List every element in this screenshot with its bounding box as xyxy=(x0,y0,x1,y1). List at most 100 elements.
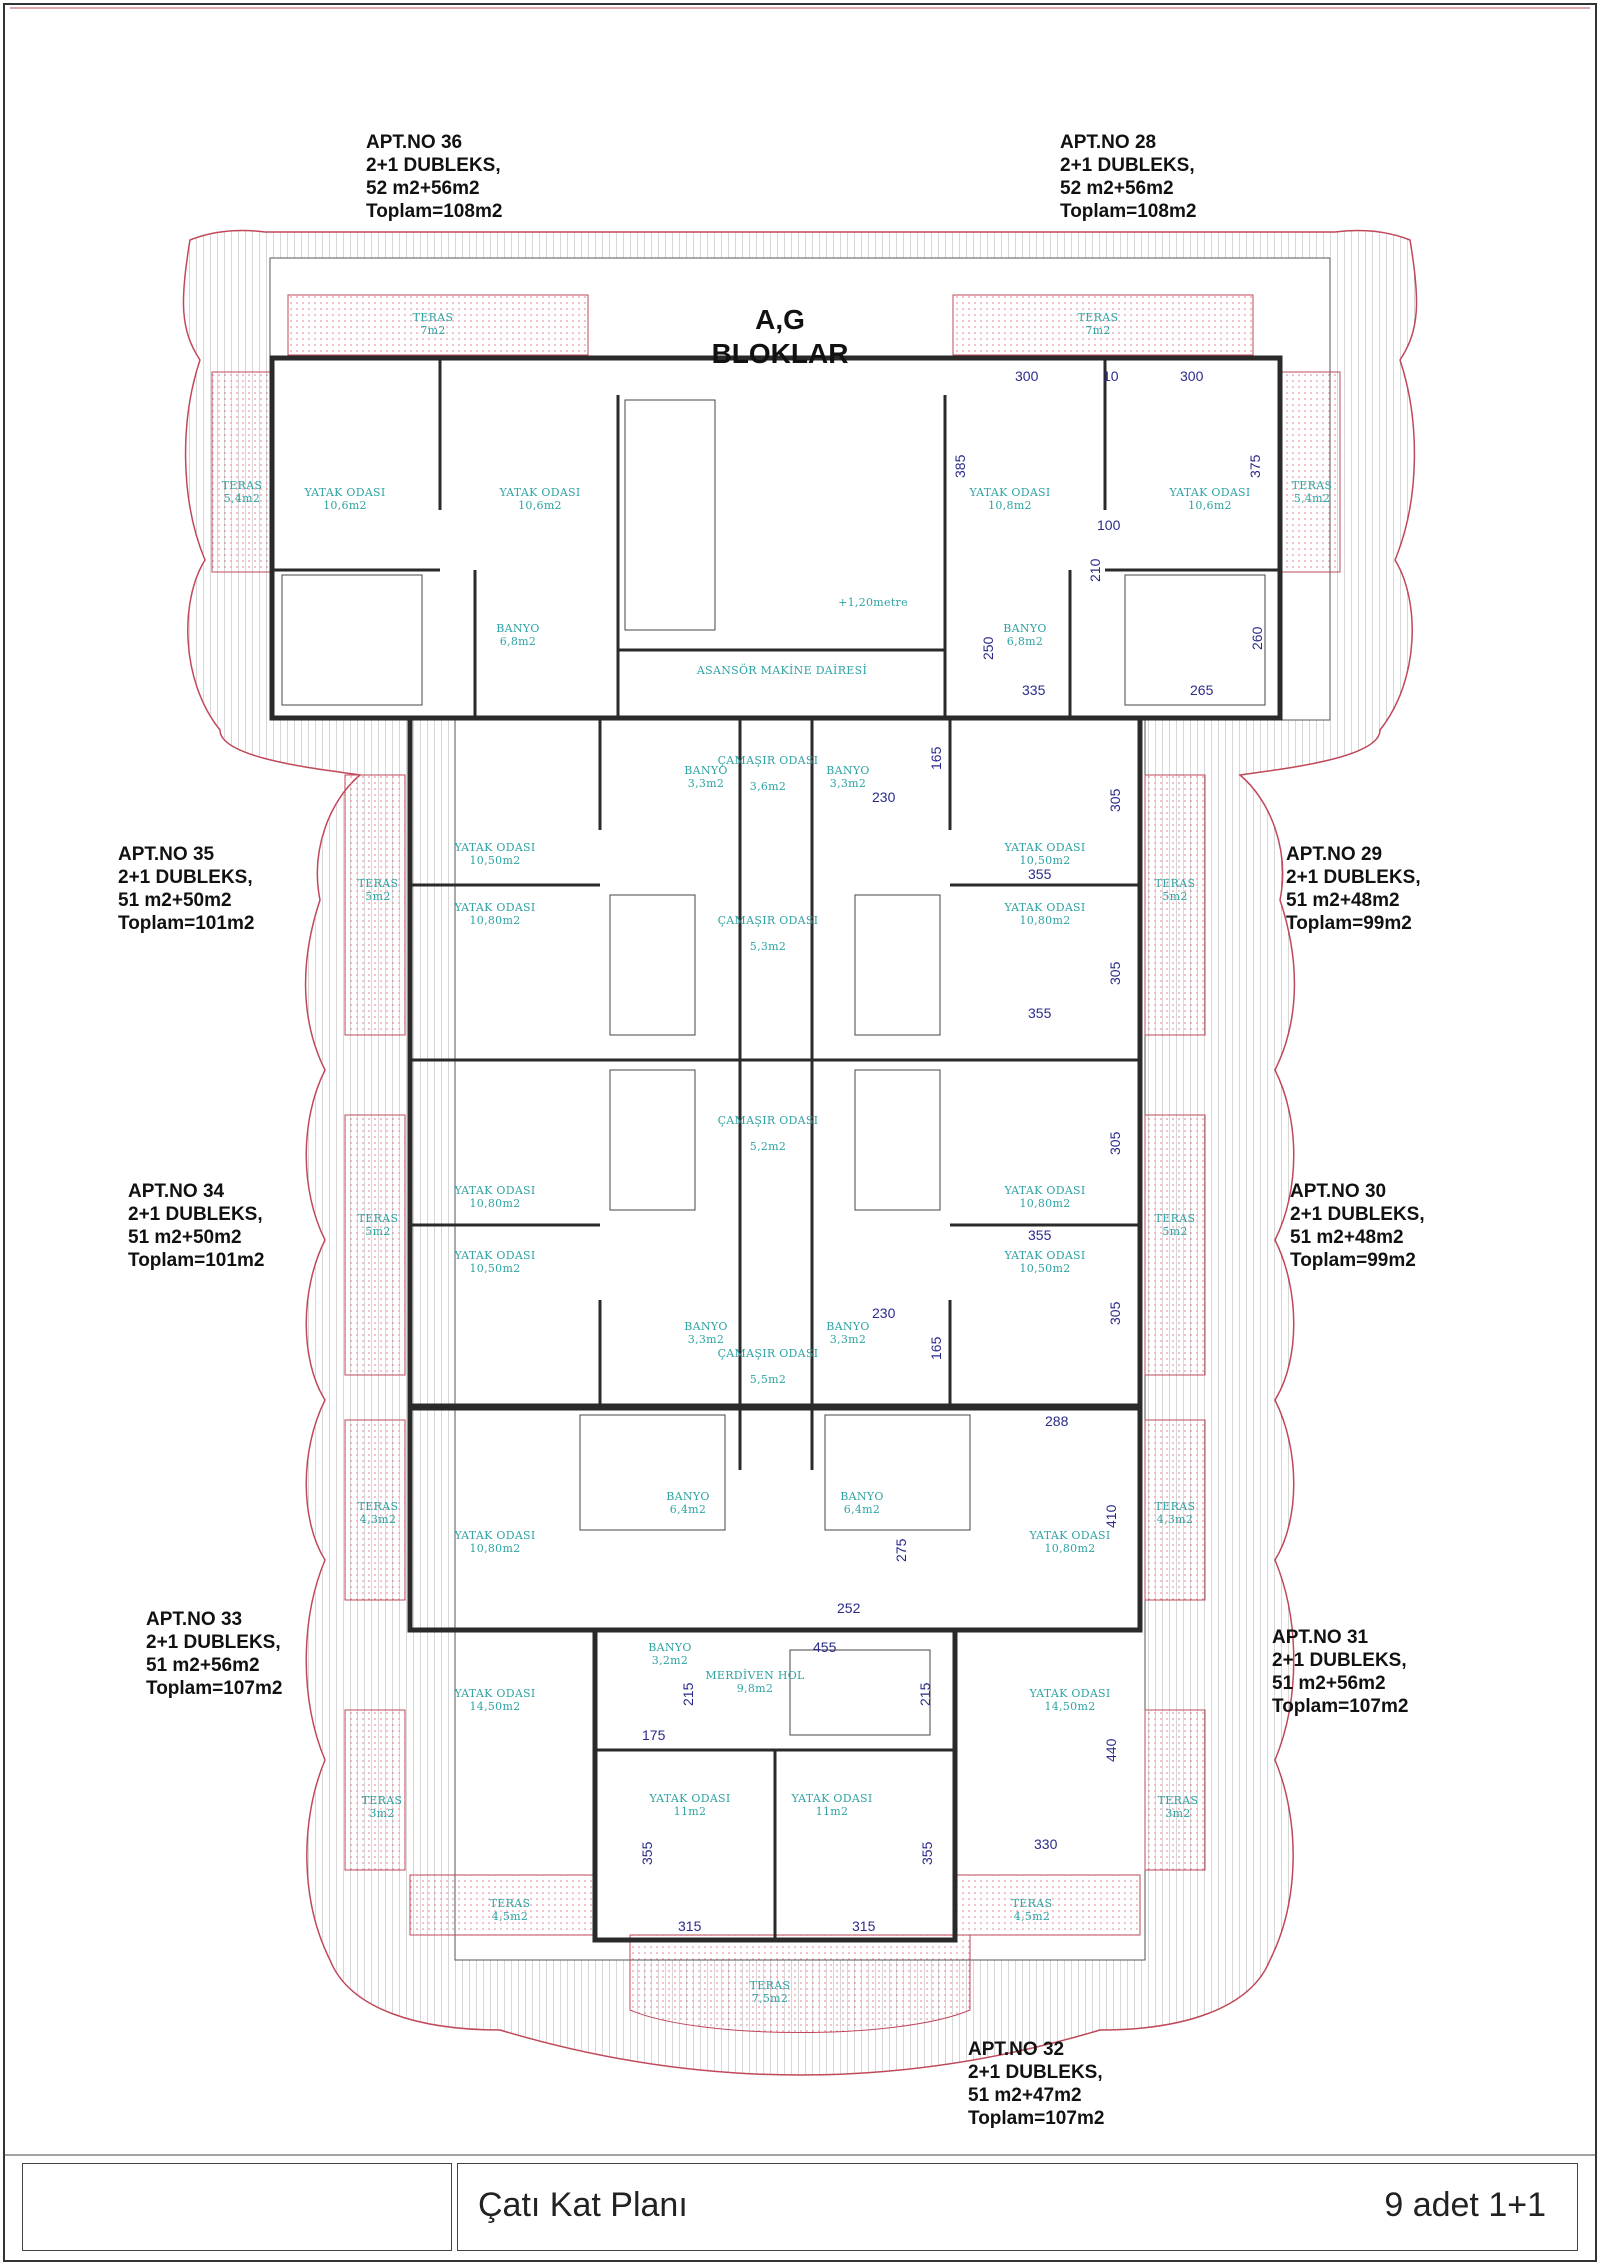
dimension: 300 xyxy=(1180,368,1204,384)
room-label: +1,20metre xyxy=(838,596,908,609)
footer-right-box xyxy=(457,2163,1578,2251)
drawing-title: Çatı Kat Planı xyxy=(478,2186,688,2224)
dimension: 230 xyxy=(872,789,896,805)
dimension: 215 xyxy=(917,1682,933,1706)
dimension: 315 xyxy=(852,1918,876,1934)
dimension: 355 xyxy=(919,1841,935,1865)
dimension: 300 xyxy=(1015,368,1039,384)
dimension: 252 xyxy=(837,1600,861,1616)
room-label: ASANSÖR MAKİNE DAİRESİ xyxy=(696,663,867,677)
dimension: 375 xyxy=(1247,454,1263,478)
dimension: 385 xyxy=(952,454,968,478)
dimension: 455 xyxy=(813,1639,837,1655)
dimension: 440 xyxy=(1103,1738,1119,1762)
dimension: 260 xyxy=(1249,626,1265,650)
dimension: 100 xyxy=(1097,517,1121,533)
terrace-band xyxy=(182,229,1418,2076)
dimension: 265 xyxy=(1190,682,1214,698)
dimension: 305 xyxy=(1107,788,1123,812)
dimension: 230 xyxy=(872,1305,896,1321)
block-title-line1: A,G xyxy=(755,304,805,335)
dimension: 288 xyxy=(1045,1413,1069,1429)
dimension: 305 xyxy=(1107,1301,1123,1325)
dimension-labels: 300 10 300 385 375 100 210 250 260 335 2… xyxy=(639,368,1265,1934)
stairs xyxy=(281,399,1266,1736)
dimension: 275 xyxy=(893,1538,909,1562)
block-title: A,G BLOKLAR xyxy=(680,303,880,371)
footer-left-box xyxy=(22,2163,452,2251)
dimension: 175 xyxy=(642,1727,666,1743)
dimension: 210 xyxy=(1087,558,1103,582)
dimension: 410 xyxy=(1103,1504,1119,1528)
page-frame xyxy=(3,3,1597,2262)
dimension: 10 xyxy=(1103,368,1119,384)
terrace-slabs xyxy=(211,294,1341,2033)
unit-count: 9 adet 1+1 xyxy=(1384,2186,1546,2224)
dimension: 215 xyxy=(680,1682,696,1706)
dimension: 355 xyxy=(639,1841,655,1865)
dimension: 305 xyxy=(1107,1131,1123,1155)
dimension: 355 xyxy=(1028,1227,1052,1243)
dimension: 165 xyxy=(928,1336,944,1360)
block-title-line2: BLOKLAR xyxy=(711,338,849,369)
interior-walls xyxy=(272,358,1280,1940)
dimension: 305 xyxy=(1107,961,1123,985)
dimension: 250 xyxy=(980,636,996,660)
dimension: 335 xyxy=(1022,682,1046,698)
dimension: 355 xyxy=(1028,1005,1052,1021)
walls xyxy=(269,355,1283,1943)
dimension: 315 xyxy=(678,1918,702,1934)
